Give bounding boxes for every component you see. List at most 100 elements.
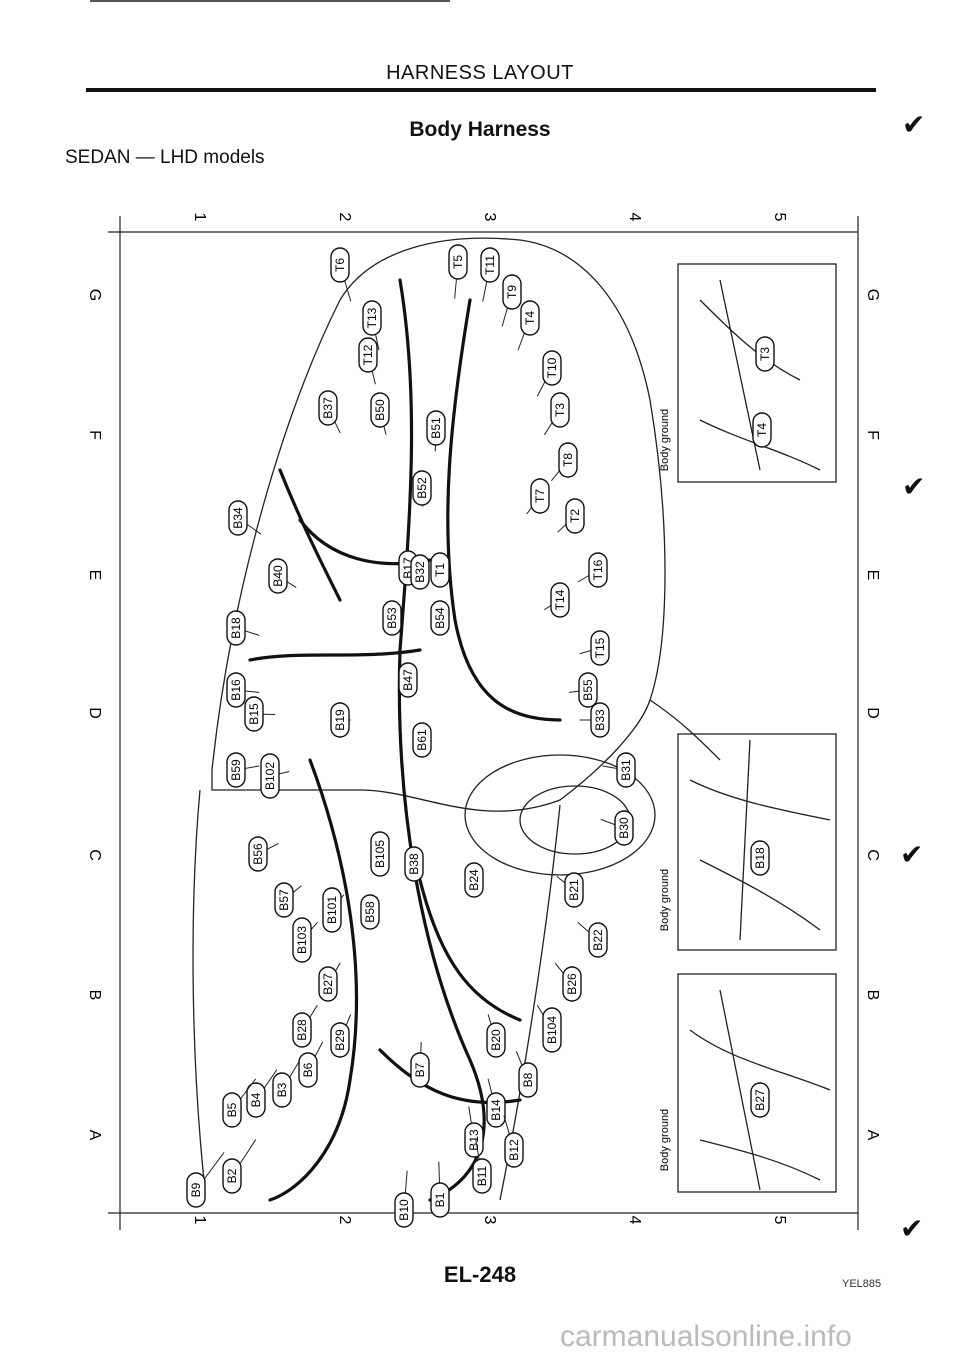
connector-label: B34	[231, 507, 245, 529]
connector-b14: B14	[486, 1078, 506, 1128]
connector-b18: B18	[226, 610, 260, 646]
connector-t15: T15	[579, 630, 610, 666]
connector-badge	[542, 1007, 562, 1053]
connector-label: T10	[545, 357, 559, 378]
connector-badge	[565, 498, 585, 534]
connector-b28: B28	[292, 1004, 318, 1048]
connector-label: B7	[413, 1062, 427, 1077]
connector-b20: B20	[486, 1014, 506, 1058]
connector-t14: T14	[544, 582, 570, 618]
connector-badge	[330, 1022, 350, 1058]
grid-row-label: D	[86, 707, 103, 719]
connector-b101: B101	[322, 887, 345, 933]
connector-b21: B21	[556, 872, 584, 908]
connector-b10: B10	[394, 1170, 414, 1228]
connector-b16: B16	[226, 672, 260, 708]
connector-badge	[362, 300, 382, 336]
connector-label: T16	[591, 559, 605, 580]
grid-row-label: B	[86, 990, 103, 1001]
connector-b32: B32	[410, 554, 430, 590]
body-ground-label: Body ground	[659, 409, 671, 471]
connector-label: B102	[263, 762, 277, 790]
connector-badge	[480, 247, 500, 283]
connector-t4: T4	[517, 300, 540, 351]
inset-connector-label: B18	[753, 847, 767, 869]
connector-badge	[486, 1022, 506, 1058]
grid-row-label: B	[864, 990, 881, 1001]
connector-b37: B37	[318, 390, 341, 434]
connector-label: B27	[321, 973, 335, 995]
connector-t6: T6	[330, 247, 352, 302]
connector-badge	[564, 872, 584, 908]
connector-label: B53	[385, 607, 399, 629]
connector-label: B28	[295, 1019, 309, 1041]
harness-trunks	[248, 278, 562, 1202]
grid-row-label: G	[86, 289, 103, 301]
connector-badge	[292, 1012, 312, 1048]
connector-label: T8	[561, 453, 575, 467]
connector-badge	[410, 1052, 430, 1088]
connector-badge	[248, 836, 268, 872]
connector-badge	[464, 862, 484, 898]
grid-row-label: F	[864, 430, 881, 440]
connector-badge	[464, 1122, 484, 1158]
connector-badge	[562, 966, 582, 1002]
connector-label: B101	[325, 896, 339, 924]
connector-badge	[530, 478, 550, 514]
grid-row-label: F	[86, 430, 103, 440]
connector-label: T1	[433, 563, 447, 577]
connector-badge	[520, 300, 540, 336]
connector-badge	[430, 1182, 450, 1218]
connector-badge	[370, 831, 390, 877]
page-number: EL-248	[443, 1262, 517, 1287]
connector-badge	[360, 894, 380, 930]
inset-connector-badge	[750, 1082, 770, 1118]
connector-badge	[370, 392, 390, 428]
connector-label: B6	[301, 1062, 315, 1077]
connector-label: B104	[545, 1016, 559, 1044]
connector-b103: B103	[292, 917, 318, 963]
connector-label: B9	[189, 1182, 203, 1197]
connector-b30: B30	[600, 810, 634, 846]
connector-badge	[274, 882, 294, 918]
connector-t8: T8	[551, 442, 578, 482]
title-rule	[86, 88, 876, 92]
connector-badge	[614, 810, 634, 846]
connector-badge	[410, 554, 430, 590]
connector-badge	[430, 600, 450, 636]
connector-b105: B105	[370, 831, 390, 877]
grid-row-label: E	[86, 570, 103, 581]
connector-badge	[448, 244, 468, 280]
connector-b8: B8	[515, 1051, 538, 1098]
connector-badge	[542, 350, 562, 386]
connector-label: B3	[275, 1082, 289, 1097]
connector-t10: T10	[536, 350, 562, 397]
connector-label: B16	[229, 679, 243, 701]
connector-badge	[404, 846, 424, 882]
connector-badge	[330, 702, 350, 738]
connector-badge	[330, 247, 350, 283]
connector-badge	[298, 1052, 318, 1088]
connector-badge	[260, 753, 280, 799]
connector-badge	[318, 966, 338, 1002]
connector-label: T7	[533, 489, 547, 503]
connector-badge	[246, 1082, 266, 1118]
connector-b40: B40	[268, 558, 297, 594]
grid-row-label: G	[864, 289, 881, 301]
grid-column-label: 2	[336, 213, 353, 222]
connector-badge	[268, 558, 288, 594]
connector-badge	[292, 917, 312, 963]
connector-label: B19	[333, 709, 347, 731]
grid-row-label: D	[864, 707, 881, 719]
connector-label: B5	[225, 1102, 239, 1117]
connector-label: B4	[249, 1092, 263, 1107]
connector-badge	[550, 392, 570, 428]
connector-badge	[502, 274, 522, 310]
connector-b47: B47	[398, 662, 418, 698]
connector-b53: B53	[382, 600, 402, 636]
connector-label: B105	[373, 840, 387, 868]
connector-label: B52	[415, 477, 429, 499]
grid-column-label: 5	[771, 1216, 788, 1225]
connector-b31: B31	[602, 752, 636, 788]
